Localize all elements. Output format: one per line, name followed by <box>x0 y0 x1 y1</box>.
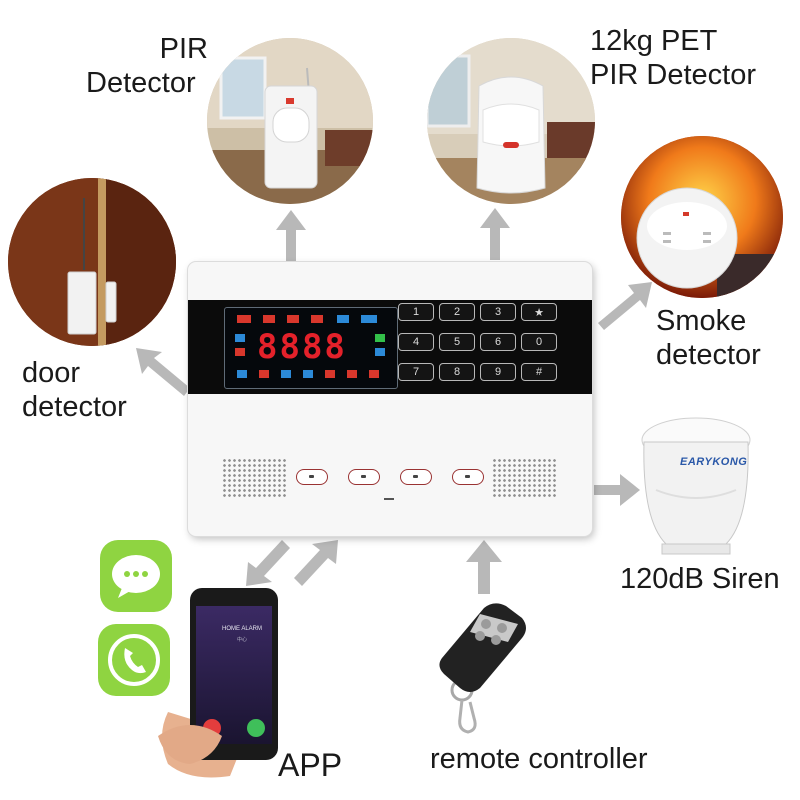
message-app-bubble <box>100 540 172 612</box>
speaker-grille-right <box>492 458 558 498</box>
phone-screen-subtitle: 中心 <box>236 637 247 643</box>
sos-button[interactable] <box>452 469 484 485</box>
lcd-left-icons <box>235 334 245 356</box>
pet-pir-detector-image <box>427 38 595 204</box>
smoke-label-line1: Smoke <box>656 305 747 337</box>
arrow-to-pir <box>276 210 306 262</box>
pet-pir-label-line2: PIR Detector <box>590 59 756 91</box>
phone-screen-title: HOME ALARM <box>221 626 262 632</box>
key-8[interactable]: 8 <box>439 363 475 381</box>
smartphone-icon <box>158 588 278 778</box>
key-2[interactable]: 2 <box>439 303 475 321</box>
arrow-panel-to-app <box>246 540 338 586</box>
door-label-line1: door <box>22 357 81 389</box>
lcd-status-icons-top <box>237 315 377 323</box>
door-sensor-icon <box>8 178 176 346</box>
siren-icon <box>641 417 751 555</box>
key-5[interactable]: 5 <box>439 333 475 351</box>
key-6[interactable]: 6 <box>480 333 516 351</box>
lcd-display: 8888 <box>224 307 398 389</box>
pir-detector-label: PIR <box>150 32 208 66</box>
smoke-detector-icon <box>621 136 783 298</box>
remote-label: remote controller <box>430 743 648 775</box>
indicator-dash <box>384 498 394 500</box>
disarm-button[interactable] <box>348 469 380 485</box>
pet-pir-detector-icon <box>427 38 595 204</box>
key-star[interactable]: ★ <box>521 303 557 321</box>
siren-brand-label: EARYKONG <box>680 456 748 468</box>
key-9[interactable]: 9 <box>480 363 516 381</box>
door-detector-image <box>8 178 176 346</box>
keypad: 1 2 3 ★ 4 5 6 0 7 8 9 # <box>398 303 557 383</box>
smoke-label-line2: detector <box>656 339 761 371</box>
lcd-digits: 8888 <box>257 327 347 367</box>
key-hash[interactable]: # <box>521 363 557 381</box>
call-app-bubble <box>98 624 170 696</box>
pir-detector-label-line2: Detector <box>86 67 196 99</box>
siren-label: 120dB Siren <box>620 563 780 595</box>
lcd-status-icons-bottom <box>237 370 379 378</box>
key-0[interactable]: 0 <box>521 333 557 351</box>
app-label: APP <box>278 747 343 783</box>
phone-call-icon <box>108 634 160 686</box>
pir-label-line1: PIR <box>159 33 208 65</box>
arm-button[interactable] <box>296 469 328 485</box>
door-label-line2: detector <box>22 391 127 423</box>
arrow-to-pet-pir <box>480 208 510 260</box>
arrow-to-siren <box>594 474 640 506</box>
home-arm-button[interactable] <box>400 469 432 485</box>
pir-detector-icon <box>207 38 373 204</box>
key-1[interactable]: 1 <box>398 303 434 321</box>
key-4[interactable]: 4 <box>398 333 434 351</box>
arrow-from-remote <box>466 540 502 594</box>
panel-display-band: 8888 1 2 3 ★ 4 5 6 0 7 8 9 # <box>188 300 592 394</box>
pet-pir-label-line1: 12kg PET <box>590 25 718 57</box>
key-3[interactable]: 3 <box>480 303 516 321</box>
arrow-to-smoke <box>598 282 652 330</box>
message-icon <box>112 555 160 598</box>
pir-detector-image <box>207 38 373 204</box>
lcd-right-icons <box>375 334 385 356</box>
smoke-detector-image <box>621 136 783 298</box>
speaker-grille-left <box>222 458 288 498</box>
remote-control-icon <box>439 603 526 734</box>
arrow-to-door <box>136 348 190 396</box>
alarm-control-panel: 8888 1 2 3 ★ 4 5 6 0 7 8 9 # <box>188 262 592 536</box>
key-7[interactable]: 7 <box>398 363 434 381</box>
